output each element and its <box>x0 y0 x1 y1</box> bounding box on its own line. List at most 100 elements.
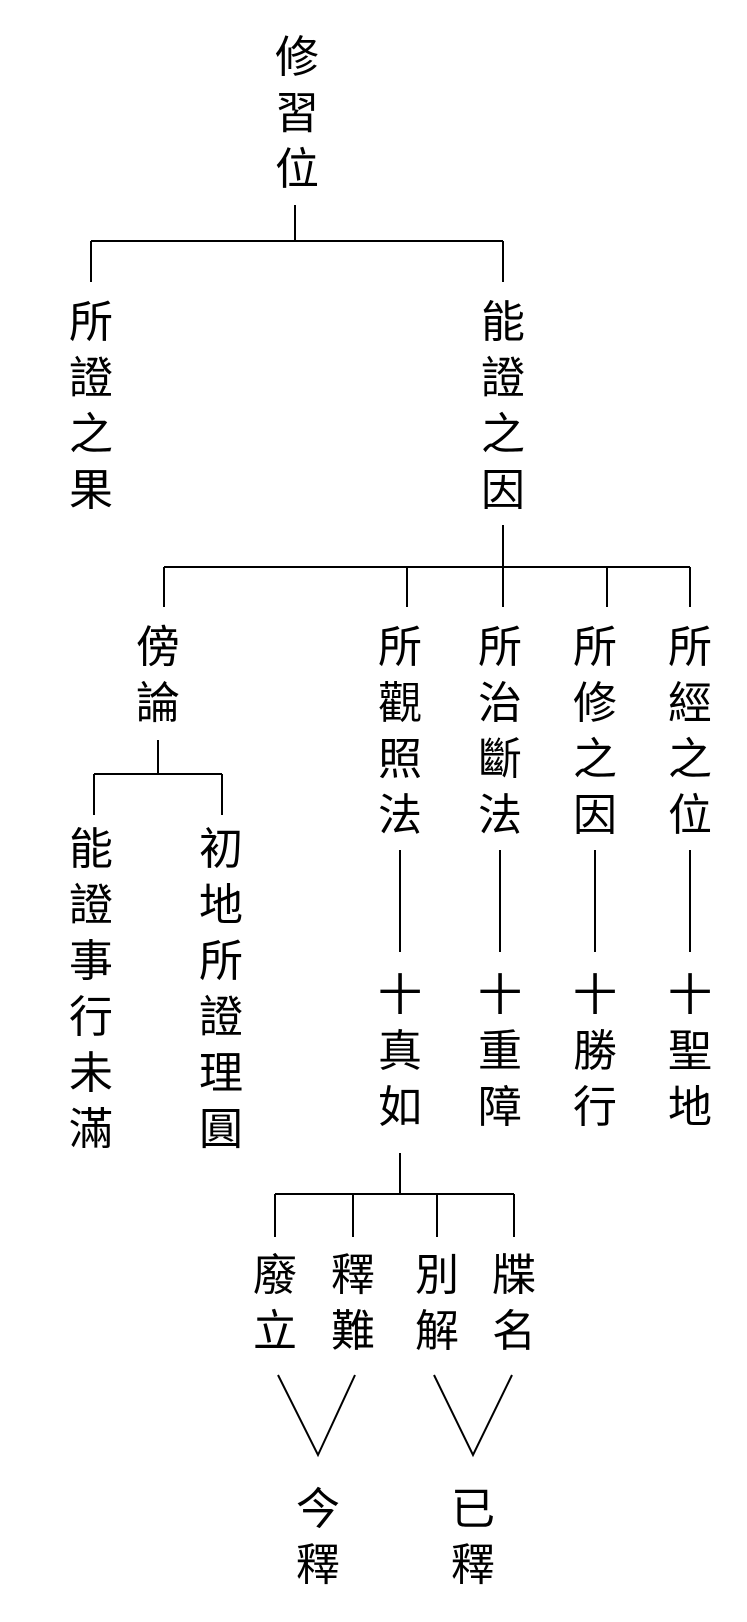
branch-node: 所觀照法 <box>376 620 424 844</box>
side-discussion-label: 傍論 <box>134 620 182 732</box>
vertical-char: 所 <box>378 622 422 673</box>
vertical-char: 滿 <box>69 1104 113 1155</box>
subsection-node: 釋難 <box>329 1248 377 1360</box>
vertical-char: 解 <box>415 1306 459 1357</box>
vertical-char: 斷 <box>478 734 522 785</box>
vertical-char: 經 <box>668 678 712 729</box>
vertical-char: 事 <box>69 936 113 987</box>
side-discussion-node: 傍論 <box>134 620 182 732</box>
vertical-char: 因 <box>481 465 525 516</box>
vertical-char: 習 <box>275 88 319 139</box>
vertical-char: 名 <box>492 1306 536 1357</box>
branch-label: 所經之位 <box>666 620 714 844</box>
branch-result-label: 十真如 <box>376 968 424 1136</box>
branch-result-node: 十聖地 <box>666 968 714 1136</box>
branch-result-label: 十聖地 <box>666 968 714 1136</box>
vertical-char: 地 <box>668 1082 712 1133</box>
vertical-char: 初 <box>199 824 243 875</box>
vertical-char: 圓 <box>199 1104 243 1155</box>
branch-node: 所修之因 <box>571 620 619 844</box>
vertical-char: 釋 <box>331 1250 375 1301</box>
subsection-node: 別解 <box>413 1248 461 1360</box>
vertical-char: 果 <box>69 465 113 516</box>
group-label: 已釋 <box>449 1482 497 1594</box>
side-child-label: 初地所證理圓 <box>197 822 245 1158</box>
vertical-char: 十 <box>668 970 712 1021</box>
branch-node: 所經之位 <box>666 620 714 844</box>
branch-node: 所治斷法 <box>476 620 524 844</box>
side-child-node: 初地所證理圓 <box>197 822 245 1158</box>
vertical-char: 今 <box>296 1484 340 1535</box>
vertical-char: 行 <box>573 1082 617 1133</box>
vertical-char: 所 <box>69 297 113 348</box>
vertical-char: 十 <box>573 970 617 1021</box>
branch-result-node: 十勝行 <box>571 968 619 1136</box>
vertical-char: 所 <box>668 622 712 673</box>
vertical-char: 位 <box>668 790 712 841</box>
cause-label: 能證之因 <box>479 295 527 519</box>
root-label: 修習位 <box>273 30 321 198</box>
vertical-char: 真 <box>378 1026 422 1077</box>
vertical-char: 地 <box>199 880 243 931</box>
fruit-node: 所證之果 <box>67 295 115 519</box>
branch-label: 所觀照法 <box>376 620 424 844</box>
vertical-char: 治 <box>478 678 522 729</box>
vertical-char: 證 <box>69 880 113 931</box>
vertical-char: 之 <box>481 409 525 460</box>
vertical-char: 照 <box>378 734 422 785</box>
vertical-char: 行 <box>69 992 113 1043</box>
vertical-char: 釋 <box>451 1540 495 1591</box>
vertical-char: 牒 <box>492 1250 536 1301</box>
vertical-char: 如 <box>378 1082 422 1133</box>
side-child-node: 能證事行未滿 <box>67 822 115 1158</box>
vertical-char: 修 <box>573 678 617 729</box>
vertical-char: 修 <box>275 32 319 83</box>
vertical-char: 十 <box>378 970 422 1021</box>
subsection-node: 廢立 <box>251 1248 299 1360</box>
vertical-char: 廢 <box>253 1250 297 1301</box>
vertical-char: 證 <box>481 353 525 404</box>
vertical-char: 法 <box>478 790 522 841</box>
subsection-label: 別解 <box>413 1248 461 1360</box>
subsection-node: 牒名 <box>490 1248 538 1360</box>
vertical-char: 所 <box>199 936 243 987</box>
vertical-char: 之 <box>69 409 113 460</box>
branch-label: 所修之因 <box>571 620 619 844</box>
vertical-char: 聖 <box>668 1026 712 1077</box>
vertical-char: 因 <box>573 790 617 841</box>
fruit-label: 所證之果 <box>67 295 115 519</box>
vertical-char: 十 <box>478 970 522 1021</box>
vertical-char: 已 <box>451 1484 495 1535</box>
root-node: 修習位 <box>273 30 321 198</box>
vertical-char: 能 <box>481 297 525 348</box>
group-label: 今釋 <box>294 1482 342 1594</box>
vertical-char: 難 <box>331 1306 375 1357</box>
subsection-label: 廢立 <box>251 1248 299 1360</box>
vertical-char: 重 <box>478 1026 522 1077</box>
branch-label: 所治斷法 <box>476 620 524 844</box>
group-node: 已釋 <box>449 1482 497 1594</box>
vertical-char: 未 <box>69 1048 113 1099</box>
group-node: 今釋 <box>294 1482 342 1594</box>
branch-result-label: 十重障 <box>476 968 524 1136</box>
vertical-char: 之 <box>668 734 712 785</box>
branch-result-node: 十真如 <box>376 968 424 1136</box>
vertical-char: 所 <box>573 622 617 673</box>
vertical-char: 論 <box>136 678 180 729</box>
vertical-char: 障 <box>478 1082 522 1133</box>
vertical-char: 別 <box>415 1250 459 1301</box>
branch-result-label: 十勝行 <box>571 968 619 1136</box>
vertical-char: 位 <box>275 144 319 195</box>
vertical-char: 能 <box>69 824 113 875</box>
subsection-label: 牒名 <box>490 1248 538 1360</box>
vertical-char: 立 <box>253 1306 297 1357</box>
vertical-char: 觀 <box>378 678 422 729</box>
subsection-label: 釋難 <box>329 1248 377 1360</box>
vertical-char: 理 <box>199 1048 243 1099</box>
branch-result-node: 十重障 <box>476 968 524 1136</box>
vertical-char: 勝 <box>573 1026 617 1077</box>
vertical-char: 之 <box>573 734 617 785</box>
vertical-char: 釋 <box>296 1540 340 1591</box>
vertical-char: 證 <box>69 353 113 404</box>
